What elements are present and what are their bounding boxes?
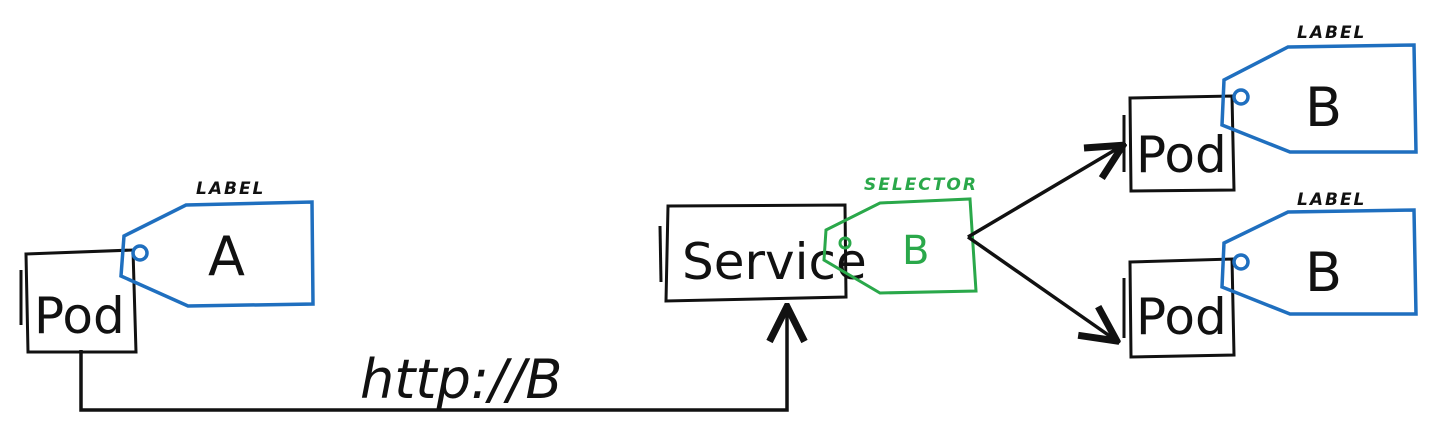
arrow-to-pod-b1	[967, 147, 1120, 239]
label-a-caption: LABEL	[196, 179, 265, 199]
pod-b2-label-tag: LABEL B	[1220, 190, 1418, 316]
pod-a-label: Pod	[34, 287, 125, 345]
pod-b1-label-tag: LABEL B	[1220, 23, 1418, 154]
label-a-value: A	[208, 225, 245, 288]
label-tag-a-shape	[119, 200, 315, 308]
pod-b2: Pod	[1122, 257, 1236, 359]
label-b2-value: B	[1305, 241, 1342, 304]
label-b1-value: B	[1305, 76, 1342, 139]
label-tag-a-hole	[131, 244, 149, 262]
selector-tag-hole	[838, 236, 852, 250]
arrow-to-pod-b2	[966, 235, 1114, 339]
selector-caption: SELECTOR	[864, 175, 978, 195]
label-tag-b2-hole	[1232, 253, 1250, 271]
request-url: http://B	[360, 348, 562, 411]
service-label: Service	[682, 233, 867, 291]
pod-b1-label: Pod	[1136, 126, 1227, 184]
pod-b2-box	[1128, 257, 1236, 359]
pod-a-label-tag: LABEL A	[119, 179, 315, 308]
label-tag-b2-shape	[1220, 208, 1418, 316]
selector-value: B	[902, 228, 929, 274]
pod-b1: Pod	[1122, 94, 1236, 193]
service-box	[664, 203, 848, 303]
service: Service	[658, 203, 867, 303]
pod-a-box	[24, 248, 138, 354]
label-tag-b1-shape	[1220, 43, 1418, 154]
label-b1-caption: LABEL	[1297, 23, 1366, 43]
label-b2-caption: LABEL	[1297, 190, 1366, 210]
label-tag-b1-hole	[1232, 88, 1250, 106]
selector-tag-shape	[822, 197, 978, 295]
route-arrows	[966, 147, 1120, 339]
http-request-arrow: http://B	[79, 310, 787, 412]
pod-b1-box	[1128, 94, 1236, 193]
pod-a: Pod	[19, 248, 138, 354]
service-selector-tag: SELECTOR B	[822, 175, 978, 295]
pod-b2-label: Pod	[1136, 288, 1227, 346]
